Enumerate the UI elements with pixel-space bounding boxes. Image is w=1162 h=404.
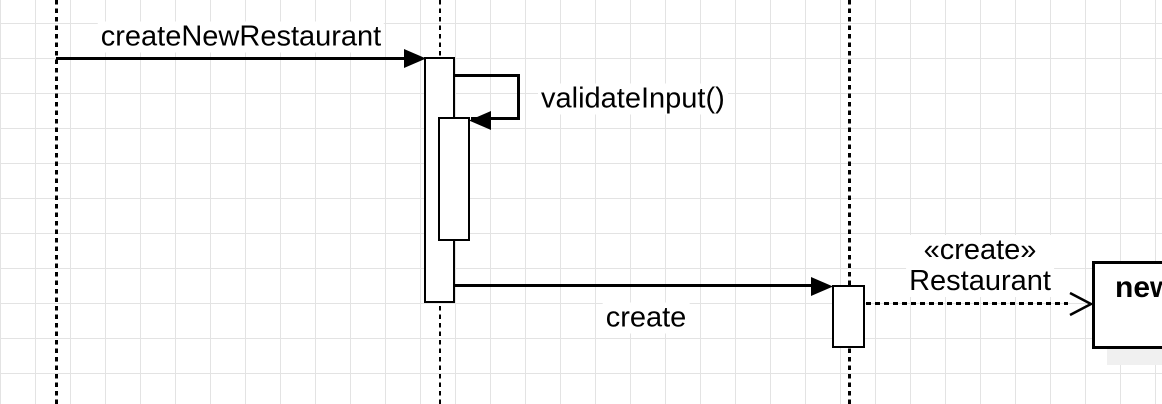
open-arrowhead-icon: [1067, 291, 1094, 317]
lifeline-left[interactable]: [55, 0, 58, 404]
self-call-top-line[interactable]: [453, 74, 520, 77]
message-line-create-new-restaurant[interactable]: [56, 57, 406, 60]
message-label-create[interactable]: create: [602, 302, 690, 334]
lifeline-right[interactable]: [848, 0, 851, 404]
target-class-text: Restaurant: [909, 265, 1051, 297]
message-line-create[interactable]: [453, 284, 813, 287]
object-box[interactable]: new: [1092, 261, 1162, 349]
activation-bar-target[interactable]: [832, 285, 865, 348]
message-label-instantiate[interactable]: «create» Restaurant: [906, 235, 1054, 297]
message-label-validate-input[interactable]: validateInput(): [538, 83, 728, 115]
filled-arrowhead-icon: [404, 49, 426, 68]
object-box-label: new: [1115, 271, 1162, 304]
filled-arrowhead-left-icon: [469, 111, 491, 130]
self-call-bottom-line[interactable]: [471, 117, 520, 120]
filled-arrowhead-icon: [811, 277, 833, 296]
self-call-right-line[interactable]: [517, 74, 520, 120]
message-label-create-new-restaurant[interactable]: createNewRestaurant: [97, 21, 385, 53]
stereotype-text: «create»: [923, 234, 1037, 266]
activation-bar-nested[interactable]: [438, 117, 470, 241]
dashed-message-line-instantiate[interactable]: [866, 302, 1068, 305]
